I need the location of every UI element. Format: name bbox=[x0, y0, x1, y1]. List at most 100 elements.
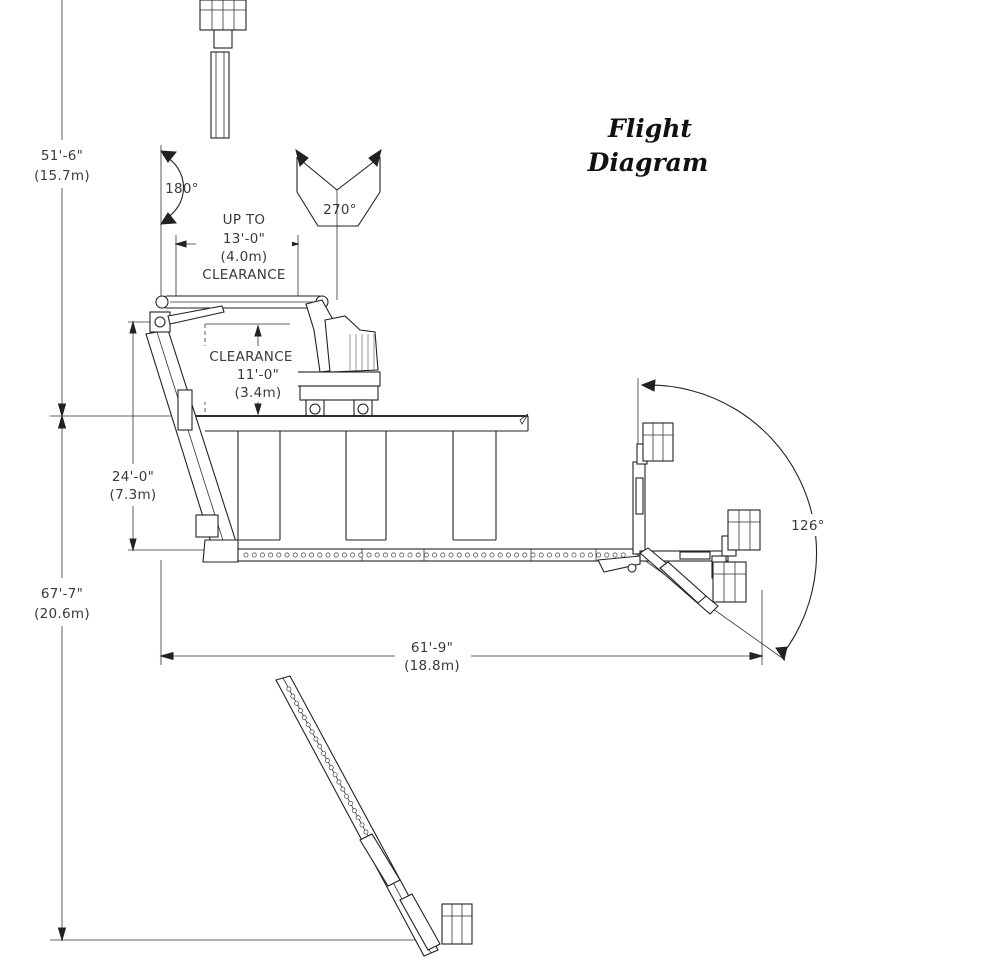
boom-hole bbox=[374, 552, 380, 558]
boom-hole bbox=[415, 552, 421, 558]
boom-hole bbox=[325, 552, 331, 558]
below-depth-m-label: (20.6m) bbox=[34, 606, 90, 622]
boom-hole bbox=[440, 552, 446, 558]
rotation-180-label: 180° bbox=[165, 181, 199, 197]
boom-hole bbox=[348, 800, 353, 806]
boom-hole bbox=[563, 552, 569, 558]
boom-hole bbox=[604, 552, 610, 558]
boom-hole bbox=[321, 750, 327, 756]
boom-hole bbox=[473, 552, 479, 558]
boom-hole bbox=[301, 715, 307, 721]
reach-m-label: (18.8m) bbox=[404, 658, 460, 674]
boom-hole bbox=[448, 552, 454, 558]
boom-hole bbox=[391, 552, 397, 558]
boom-hole bbox=[355, 815, 361, 821]
boom-hole bbox=[514, 552, 520, 558]
boom-hole bbox=[579, 552, 585, 558]
boom-hole bbox=[298, 708, 303, 713]
boom-hole bbox=[489, 552, 495, 558]
boom-hole bbox=[587, 552, 593, 558]
horizontal-reach-dimension bbox=[159, 560, 764, 672]
boom-hole bbox=[351, 808, 357, 814]
boom-hole bbox=[481, 552, 487, 558]
boom-hole bbox=[350, 552, 356, 558]
boom-hole bbox=[363, 829, 369, 835]
lower-boom-arm bbox=[145, 305, 239, 563]
jib-position-down bbox=[639, 547, 747, 615]
inner-clearance-dimension bbox=[204, 323, 298, 416]
boom-hole bbox=[336, 779, 342, 785]
boom-hole bbox=[358, 552, 364, 558]
horizontal-boom bbox=[237, 548, 639, 562]
top-clearance-line1: UP TO bbox=[223, 212, 266, 228]
boom-hole bbox=[286, 686, 292, 692]
boom-hole bbox=[456, 552, 462, 558]
title-line-1: Flight bbox=[607, 114, 692, 143]
boom-hole bbox=[294, 700, 300, 706]
top-clearance-dimension bbox=[174, 235, 300, 297]
boom-hole bbox=[423, 552, 429, 558]
boom-hole bbox=[464, 552, 470, 558]
below-depth-ft-label: 67'-7" bbox=[41, 586, 83, 602]
jib-swing-label: 126° bbox=[791, 518, 825, 534]
boom-hole bbox=[344, 793, 350, 799]
rotation-270-symbol: 270° bbox=[295, 148, 382, 300]
pedestal-height-m-label: (7.3m) bbox=[110, 487, 157, 503]
title-line-2: Diagram bbox=[587, 148, 709, 177]
jib-lower-link bbox=[597, 555, 641, 573]
top-clearance-ft: 13'-0" bbox=[223, 231, 265, 247]
vertical-dimension-lines bbox=[28, 0, 420, 942]
boom-hole bbox=[522, 552, 528, 558]
bridge-structure bbox=[175, 413, 529, 541]
boom-hole bbox=[251, 552, 257, 558]
boom-hole bbox=[333, 552, 339, 558]
boom-hole bbox=[407, 552, 413, 558]
jib-position-level bbox=[639, 509, 761, 562]
boom-hole bbox=[309, 552, 315, 558]
boom-hole bbox=[612, 552, 618, 558]
boom-hole bbox=[259, 552, 265, 558]
boom-hole bbox=[305, 722, 311, 728]
top-clearance-label: CLEARANCE bbox=[202, 267, 286, 283]
boom-hole bbox=[382, 552, 388, 558]
inner-clearance-label: CLEARANCE bbox=[209, 349, 293, 365]
vertical-boom-platform bbox=[199, 0, 247, 139]
boom-hole bbox=[317, 552, 323, 558]
boom-hole bbox=[571, 552, 577, 558]
boom-hole bbox=[341, 552, 347, 558]
rotation-270-label: 270° bbox=[323, 202, 357, 218]
below-grade-boom bbox=[275, 675, 473, 957]
boom-hole bbox=[620, 552, 626, 558]
boom-hole bbox=[596, 552, 602, 558]
boom-hole bbox=[276, 552, 282, 558]
boom-hole bbox=[284, 552, 290, 558]
jib-position-up bbox=[632, 422, 674, 555]
boom-hole bbox=[309, 729, 315, 735]
boom-hole bbox=[497, 552, 503, 558]
boom-hole bbox=[359, 822, 365, 828]
boom-hole bbox=[555, 552, 561, 558]
truck-vehicle bbox=[155, 295, 381, 417]
rotation-180-symbol: 180° bbox=[160, 145, 199, 300]
boom-hole bbox=[300, 552, 306, 558]
boom-hole bbox=[546, 552, 552, 558]
boom-hole bbox=[538, 552, 544, 558]
pedestal-height-dimension bbox=[104, 320, 205, 552]
max-height-m-label: (15.7m) bbox=[34, 168, 90, 184]
boom-hole bbox=[332, 772, 338, 778]
inner-clearance-ft: 11'-0" bbox=[237, 367, 279, 383]
boom-hole bbox=[432, 552, 438, 558]
boom-hole bbox=[530, 552, 536, 558]
boom-hole bbox=[399, 552, 405, 558]
boom-hole bbox=[340, 786, 346, 792]
boom-hole bbox=[366, 552, 372, 558]
boom-hole bbox=[505, 552, 511, 558]
boom-hole bbox=[313, 736, 319, 742]
boom-hole bbox=[268, 552, 274, 558]
boom-hole bbox=[328, 765, 334, 771]
inner-clearance-m: (3.4m) bbox=[235, 385, 282, 401]
boom-hole bbox=[324, 758, 330, 763]
boom-hole bbox=[290, 693, 296, 699]
pedestal-height-ft-label: 24'-0" bbox=[112, 469, 154, 485]
